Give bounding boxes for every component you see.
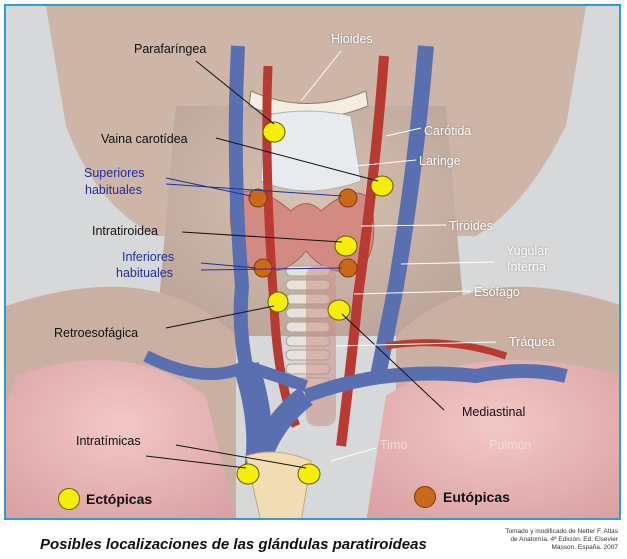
label-intratimicas: Intratímicas <box>76 434 141 448</box>
eutopic-dot-superior-right <box>339 189 357 207</box>
label-retroesofagica: Retroesofágica <box>54 326 138 340</box>
label-timo: Timo <box>380 438 407 452</box>
legend-ectopic-swatch <box>58 488 80 510</box>
ectopic-dot-mediastinal <box>328 300 350 320</box>
label-mediastinal: Mediastinal <box>462 405 525 419</box>
legend-ectopic-label: Ectópicas <box>86 491 152 507</box>
label-pulmon: Pulmón <box>489 438 531 452</box>
figure-caption: Posibles localizaciones de las glándulas… <box>40 536 427 553</box>
label-hioides: Hioides <box>331 32 373 46</box>
ectopic-dot-retroesofagica <box>268 292 288 312</box>
label-esofago: Esófago <box>474 285 520 299</box>
label-carotida: Carótida <box>424 124 471 138</box>
legend-eutopic-swatch <box>414 486 436 508</box>
ectopic-dot-parafaringea <box>263 122 285 142</box>
legend-eutopic-label: Eutópicas <box>443 489 510 505</box>
eutopic-dot-superior-left <box>249 189 267 207</box>
label-laringe: Laringe <box>419 154 461 168</box>
label-traquea: Tráquea <box>509 335 555 349</box>
label-superiores-2: habituales <box>85 183 142 197</box>
ectopic-dot-intratiroidea <box>335 236 357 256</box>
ectopic-dot-laringe <box>371 176 393 196</box>
eutopic-dot-inferior-left <box>254 259 272 277</box>
label-parafaringea: Parafaríngea <box>134 42 206 56</box>
label-yugular-2: Interna <box>507 260 546 274</box>
label-intratiroidea: Intratiroidea <box>92 224 158 238</box>
anatomy-figure: Hioides Carótida Laringe Tiroides Yugula… <box>4 4 621 520</box>
label-inferiores-2: habituales <box>116 266 173 280</box>
label-yugular-1: Yugular <box>506 244 548 258</box>
label-superiores-1: Superiores <box>84 166 144 180</box>
figure-credit: Tomado y modificado de Netter F. Atlas d… <box>500 528 618 552</box>
label-tiroides: Tiroides <box>449 219 493 233</box>
label-vaina-carotidea: Vaina carotídea <box>101 132 188 146</box>
label-inferiores-1: Inferiores <box>122 250 174 264</box>
